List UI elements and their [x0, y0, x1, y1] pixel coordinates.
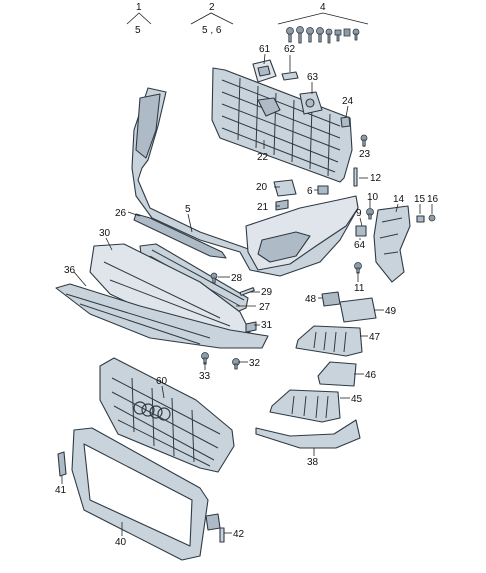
callout-1: 1: [136, 2, 142, 13]
fastener-set: [286, 26, 360, 44]
callout-32: 32: [249, 358, 261, 369]
part-24-clip: [340, 116, 351, 128]
callout-29: 29: [261, 287, 273, 298]
callout-27: 27: [259, 302, 271, 313]
four-rings-emblem: [133, 401, 171, 421]
part-21-clip: [275, 199, 289, 211]
callout-5-top: 5: [135, 25, 141, 36]
callout-49: 49: [385, 306, 397, 317]
part-42-pin: [219, 527, 225, 543]
part-45-grille-insert: [269, 389, 341, 423]
main-grille-60: [99, 357, 235, 473]
callout-24: 24: [342, 96, 354, 107]
part-64-clip: [355, 225, 367, 237]
callout-48: 48: [305, 294, 317, 305]
callout-23: 23: [359, 149, 371, 160]
grille-surround-40: [71, 427, 221, 561]
part-28-screw: [210, 272, 218, 284]
lower-spoiler-36: [55, 283, 269, 349]
leader-lines: [61, 53, 433, 536]
callout-60: 60: [156, 376, 168, 387]
callout-22: 22: [257, 152, 269, 163]
callout-64: 64: [354, 240, 366, 251]
part-38-trim: [255, 419, 361, 449]
callout-36: 36: [64, 265, 76, 276]
callout-21: 21: [257, 202, 269, 213]
callout-10: 10: [367, 192, 379, 203]
callout-20: 20: [256, 182, 268, 193]
callout-26: 26: [115, 208, 127, 219]
callout-62: 62: [284, 44, 296, 55]
part-15-clip: [416, 215, 425, 223]
callout-28: 28: [231, 273, 243, 284]
part-41-clip: [57, 451, 67, 477]
part-47-grille-insert: [295, 325, 363, 357]
part-6-clip: [317, 185, 329, 195]
callout-5-bumper: 5: [185, 204, 191, 215]
callout-11: 11: [354, 283, 365, 294]
callout-12: 12: [370, 173, 382, 184]
callout-6: 6: [307, 186, 313, 197]
part-11-screw: [354, 262, 362, 274]
part-10-screw: [366, 208, 374, 220]
callout-5-6: 5 , 6: [202, 25, 222, 36]
callout-9: 9: [356, 208, 362, 219]
part-31-clip: [245, 321, 257, 333]
part-48-bracket: [321, 291, 341, 307]
part-61-bracket: [252, 59, 277, 83]
strip-26: [133, 213, 227, 259]
grille-frame-22: [211, 67, 353, 183]
callout-31: 31: [261, 320, 273, 331]
callout-61: 61: [259, 44, 271, 55]
part-14-side-bracket: [373, 205, 411, 283]
callout-42: 42: [233, 529, 245, 540]
part-20-bracket: [273, 179, 297, 197]
part-32-screw: [232, 358, 240, 370]
callout-63: 63: [307, 72, 319, 83]
callout-2: 2: [209, 2, 215, 13]
part-63-sensor: [299, 91, 323, 115]
callout-47: 47: [369, 332, 381, 343]
group-marker-1: 1 5: [126, 2, 152, 36]
part-46-bracket: [317, 361, 357, 387]
part-62-clip: [281, 71, 299, 81]
callout-40: 40: [115, 537, 127, 548]
callout-15: 15: [414, 194, 426, 205]
part-29-bolt: [239, 287, 255, 296]
part-16-screw: [428, 214, 436, 222]
callout-38: 38: [307, 457, 319, 468]
callout-16: 16: [427, 194, 439, 205]
callout-45: 45: [351, 394, 363, 405]
part-33-screw: [201, 352, 209, 365]
part-12-pin: [353, 167, 358, 187]
callout-46: 46: [365, 370, 377, 381]
callout-41: 41: [55, 485, 67, 496]
group-marker-2: 2 5 , 6: [190, 2, 234, 36]
part-49-plate: [339, 297, 377, 323]
bumper-cover-5: [131, 87, 359, 277]
callout-4: 4: [320, 2, 326, 13]
callout-labels: 61 62 63 24 22 23 12 20 6 10 14 15 16 21…: [55, 44, 439, 548]
part-23-screw: [360, 134, 368, 147]
callout-14: 14: [393, 194, 405, 205]
callout-33: 33: [199, 371, 211, 382]
callout-30: 30: [99, 228, 111, 239]
group-marker-4: 4: [277, 2, 369, 25]
